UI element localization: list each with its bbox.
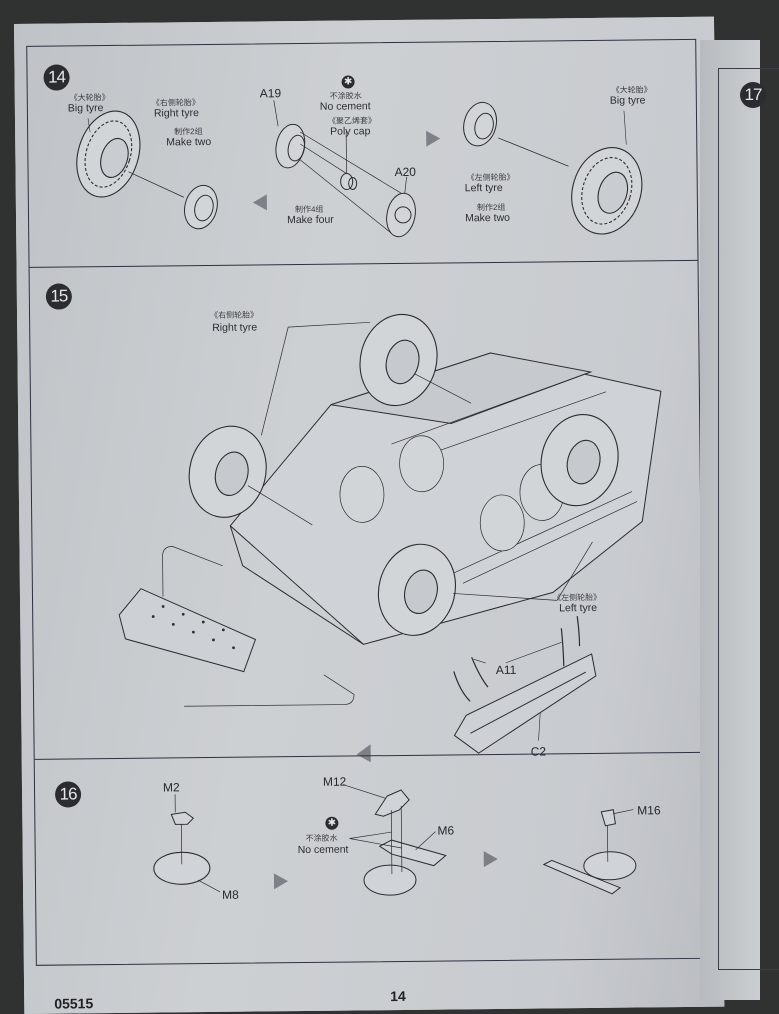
big-tyre-left-drawing bbox=[66, 102, 151, 205]
step-15-panel: 15 《右侧轮胎》 Right tyre 《左侧轮胎》 Left tyre A1… bbox=[30, 261, 703, 758]
assembly-arrow bbox=[129, 171, 184, 198]
step-14-panel: 14 《大轮胎》 Big tyre 《右侧轮胎》 Right tyre 制作2组… bbox=[27, 40, 697, 267]
step-14-drawing bbox=[27, 40, 697, 267]
step-16-panel: 16 M2 M8 M12 M6 M16 ✱ 不涂胶水 No cement bbox=[35, 753, 705, 965]
page-number: 14 bbox=[390, 988, 406, 1004]
step-15-drawing bbox=[30, 261, 703, 758]
m6-m12-assembly-drawing bbox=[363, 790, 446, 896]
a20-hub-drawing bbox=[382, 190, 419, 239]
page-frame: 14 《大轮胎》 Big tyre 《右侧轮胎》 Right tyre 制作2组… bbox=[26, 39, 706, 966]
front-plate-drawing bbox=[119, 588, 256, 673]
m16-assembly-drawing bbox=[543, 810, 636, 895]
step-17-number: 17 bbox=[740, 82, 766, 108]
m2-part-drawing bbox=[171, 812, 193, 824]
step-16-drawing bbox=[35, 753, 705, 965]
right-wheel-hub-drawing bbox=[180, 181, 223, 232]
left-wheel-hub-drawing bbox=[459, 99, 502, 150]
adjacent-page-frame bbox=[718, 68, 779, 970]
instruction-page: 14 《大轮胎》 Big tyre 《右侧轮胎》 Right tyre 制作2组… bbox=[14, 17, 724, 1014]
big-tyre-right-drawing bbox=[560, 138, 653, 244]
rear-plate-drawing bbox=[454, 654, 597, 753]
kit-code: 05515 bbox=[54, 995, 93, 1011]
poly-cap-drawing bbox=[341, 173, 357, 189]
adjacent-page-edge: 17 bbox=[700, 40, 760, 1000]
